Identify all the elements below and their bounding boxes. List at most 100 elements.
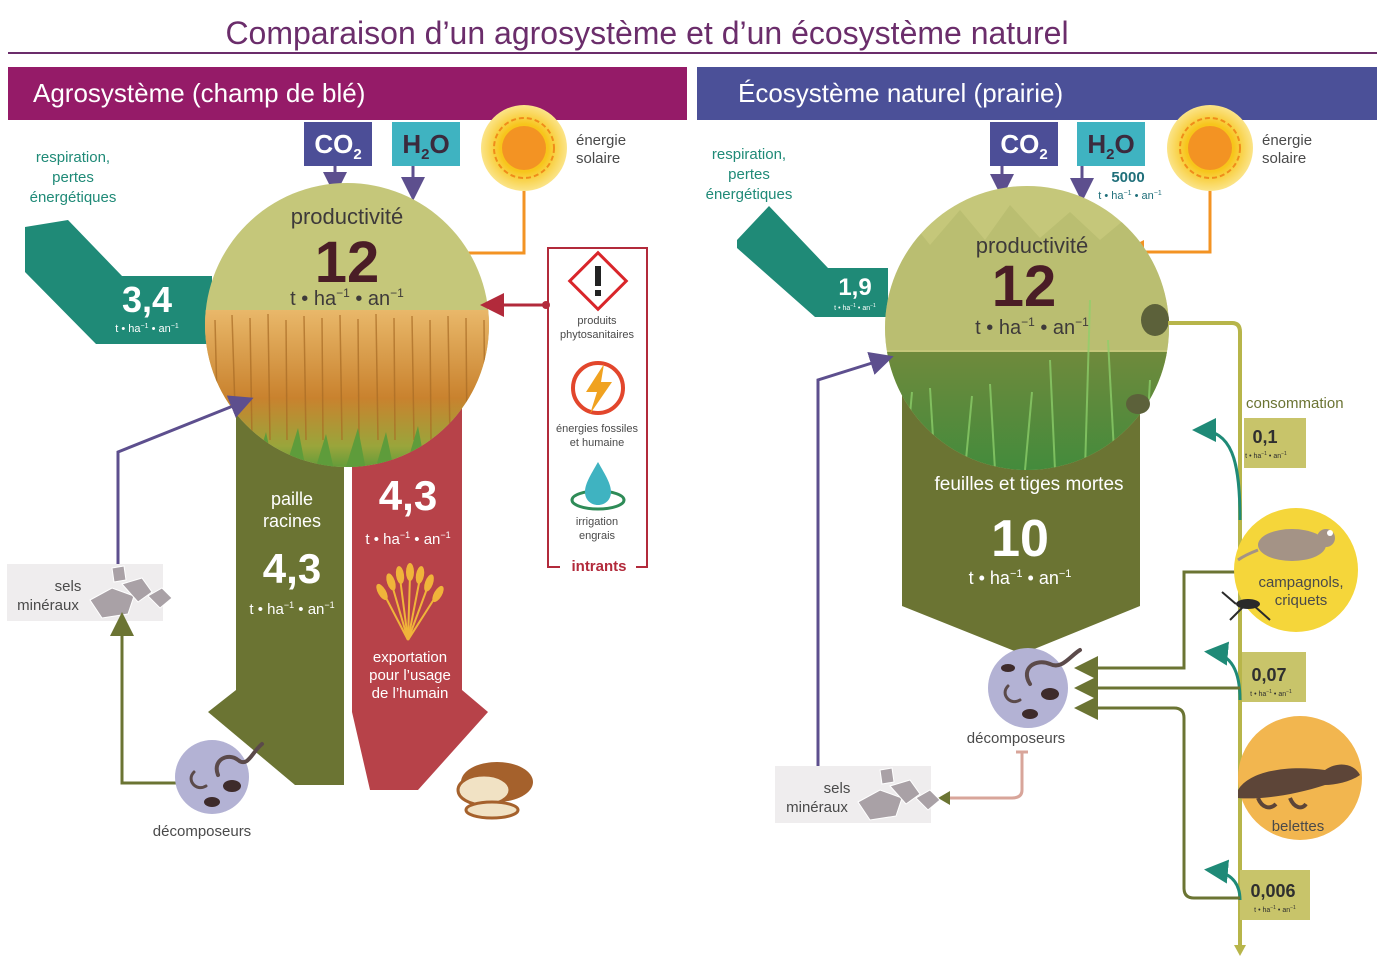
consumers-1-label-b: criquets — [1275, 592, 1328, 609]
eco-minerals-label-1: sels — [824, 780, 851, 797]
agro-export-value: 4,3 — [379, 472, 437, 519]
input-3-label-a: irrigation — [576, 516, 618, 528]
input-2-label-a: énergies fossiles — [556, 423, 638, 435]
agro-straw-unit: t • ha−1 • an−1 — [249, 600, 334, 618]
agro-resp-label-2: pertes — [52, 169, 94, 186]
agro-resp-flow — [25, 220, 212, 344]
eco-sun-icon — [1167, 105, 1253, 191]
consumption-3-unit: t • ha−1 • an−1 — [1254, 905, 1296, 914]
weasels-to-decomposers-arrow — [1074, 696, 1240, 900]
consumer-2-resp-arrow — [1204, 641, 1242, 701]
agro-straw-column — [208, 400, 344, 785]
consumption-2-unit: t • ha−1 • an−1 — [1250, 689, 1292, 698]
agro-heading: Agrosystème (champ de blé) — [33, 78, 365, 108]
agro-export-label-3: de l’humain — [372, 685, 449, 702]
inputs-arrow-start — [542, 301, 550, 309]
input-2-label-b: et humaine — [570, 437, 624, 449]
eco-decomposers-to-minerals-arrow — [944, 752, 1024, 800]
agro-straw-label-1: paille — [271, 489, 313, 509]
agro-solar-label-2: solaire — [576, 150, 620, 167]
eco-resp-flow — [737, 206, 888, 317]
consumption-1-value: 0,1 — [1252, 427, 1277, 447]
eco-h2o-unit: t • ha−1 • an−1 — [1098, 190, 1162, 202]
eco-resp-label-3: énergétiques — [706, 186, 793, 203]
agro-export-unit: t • ha−1 • an−1 — [365, 530, 450, 548]
eco-dead-value: 10 — [991, 510, 1049, 568]
consumption-main-line — [1168, 321, 1242, 950]
agro-resp-label-3: énergétiques — [30, 189, 117, 206]
consumption-3-box — [1240, 870, 1310, 920]
eco-productivity-value: 12 — [992, 254, 1057, 319]
input-1-label-a: produits — [577, 315, 617, 327]
consumption-2-value: 0,07 — [1251, 665, 1286, 685]
eco-minerals-crystals-icon — [857, 767, 941, 821]
agro-export-label-2: pour l’usage — [369, 667, 451, 684]
consumption-label: consommation — [1246, 395, 1344, 412]
eco-heading: Écosystème naturel (prairie) — [738, 78, 1063, 108]
consumer-3-resp-arrow — [1204, 859, 1242, 901]
eco-minerals-arrow-head — [938, 791, 950, 805]
consumers-1-label-a: campagnols, — [1258, 574, 1343, 591]
inputs-title: intrants — [571, 558, 626, 575]
agro-productivity-unit: t • ha−1 • an−1 — [290, 286, 404, 310]
agro-minerals-label-2: minéraux — [17, 597, 79, 614]
eco-resp-value: 1,9 — [838, 274, 871, 301]
page-title: Comparaison d’un agrosystème et d’un éco… — [225, 15, 1068, 51]
inputs-frame — [547, 247, 648, 568]
agro-h2o-label: H2O — [402, 129, 449, 163]
agro-minerals-label-1: sels — [55, 578, 82, 595]
agro-export-column — [352, 400, 488, 790]
eco-dead-unit: t • ha−1 • an−1 — [969, 568, 1072, 588]
agro-productivity-value: 12 — [315, 230, 380, 295]
eco-productivity-label: productivité — [976, 233, 1089, 258]
eco-solar-label-2: solaire — [1262, 150, 1306, 167]
eco-h2o-value: 5000 — [1111, 169, 1144, 186]
consumption-end-arrow — [1234, 945, 1246, 956]
agro-resp-value: 3,4 — [122, 279, 172, 320]
dead-to-decomposers-arrow — [1074, 570, 1240, 680]
hazard-icon — [567, 250, 629, 312]
eco-co2-label: CO2 — [1000, 129, 1047, 163]
eco-decomposers-icon — [988, 648, 1082, 728]
agro-decomposers-label: décomposeurs — [153, 823, 251, 840]
agro-h2o-box — [392, 122, 460, 166]
agro-minerals-crystals-icon — [89, 565, 173, 619]
consumers-2-label: belettes — [1272, 818, 1325, 835]
agro-export-label-1: exportation — [373, 649, 447, 666]
agro-co2-box — [304, 122, 372, 166]
input-3-label-b: engrais — [579, 530, 616, 542]
eco-decomposers-label: décomposeurs — [967, 730, 1065, 747]
wheat-bundle-icon — [376, 563, 444, 641]
consumption-2-box — [1242, 652, 1306, 702]
agro-header-band — [8, 67, 687, 120]
eco-productivity-unit: t • ha−1 • an−1 — [975, 315, 1089, 339]
agro-decomposers-to-minerals-arrow — [110, 612, 176, 785]
agro-straw-value: 4,3 — [263, 545, 321, 592]
agro-sun-icon — [481, 105, 567, 191]
agro-straw-label-2: racines — [263, 511, 321, 531]
eco-header-band — [697, 67, 1377, 120]
eco-resp-unit: t • ha−1 • an−1 — [834, 303, 876, 312]
agro-resp-label-1: respiration, — [36, 149, 110, 166]
eco-solar-label-1: énergie — [1262, 132, 1312, 149]
eco-minerals-label-2: minéraux — [786, 799, 848, 816]
lightning-icon — [571, 361, 625, 415]
bread-icon — [456, 762, 533, 820]
agro-co2-label: CO2 — [314, 129, 361, 163]
eco-recycle-arrow — [816, 351, 894, 766]
eco-dead-label: feuilles et tiges mortes — [934, 474, 1123, 495]
consumption-3-value: 0,006 — [1250, 881, 1295, 901]
water-drop-icon — [570, 462, 626, 511]
consumption-1-unit: t • ha−1 • an−1 — [1245, 451, 1287, 460]
consumption-1-box — [1244, 418, 1306, 468]
eco-resp-label-2: pertes — [728, 166, 770, 183]
eco-h2o-label: H2O — [1087, 129, 1134, 163]
agro-resp-unit: t • ha−1 • an−1 — [115, 323, 179, 335]
eco-co2-box — [990, 122, 1058, 166]
weasel-icon — [1238, 716, 1362, 840]
eco-resp-label-1: respiration, — [712, 146, 786, 163]
voles-crickets-icon — [1221, 508, 1358, 632]
agro-recycle-arrow — [116, 395, 254, 564]
